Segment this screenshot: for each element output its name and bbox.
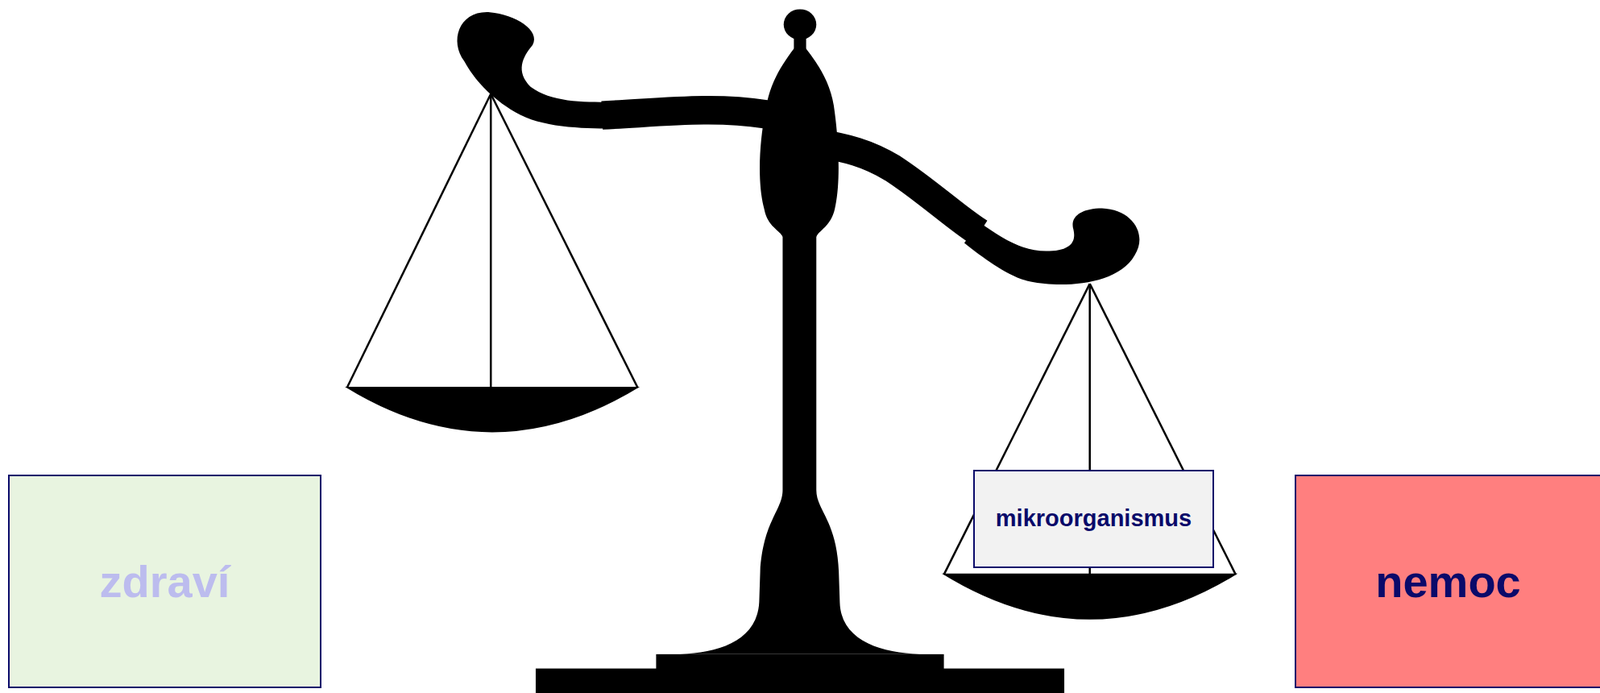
state-box: nemoc	[1294, 474, 1600, 689]
pan-string	[490, 94, 638, 389]
scale-base-step	[655, 654, 944, 671]
agent-box: mikroorganismus	[973, 469, 1215, 568]
pan-string	[347, 94, 492, 389]
scale-base	[535, 668, 1065, 693]
scale-beam	[601, 110, 980, 233]
scale-finial-neck	[793, 34, 806, 50]
beam-left-curl	[457, 12, 613, 129]
scale-pan-right	[941, 573, 1238, 620]
beam-right-curl	[964, 207, 1140, 285]
node-label: nemoc	[1375, 556, 1522, 607]
scale-column	[673, 234, 927, 655]
node-label: zdraví	[99, 556, 231, 607]
state-box: zdraví	[8, 474, 322, 689]
pan-string	[489, 94, 493, 389]
scale-pan-left	[344, 386, 640, 432]
node-label: mikroorganismus	[995, 505, 1192, 532]
